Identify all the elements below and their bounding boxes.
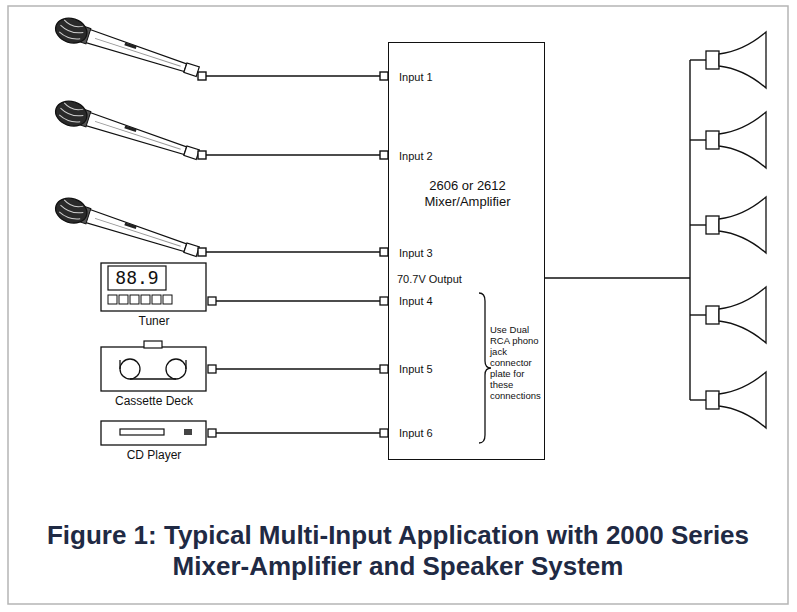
signal-cable [208,429,388,437]
mixer-amplifier-box: Input 1 Input 2 2606 or 2612 Mixer/Amplifi… [388,42,545,460]
connector-note: Use Dual RCA phono jack connector plate … [490,324,544,401]
outer-frame [8,6,788,604]
device-label: Cassette Deck [94,394,214,409]
input-label: Input 2 [399,149,433,163]
input-label: Input 4 [399,294,433,308]
output-label: 70.7V Output [397,272,462,286]
device-label: CD Player [94,448,214,463]
figure-caption: Figure 1: Typical Multi-Input Applicatio… [18,520,778,582]
frequency-display: 88.9 [109,267,165,289]
input-label: Input 6 [399,426,433,440]
device-label: Tuner [100,314,208,329]
signal-cable [208,365,388,373]
input-label: Input 3 [399,246,433,260]
microphone [52,14,201,263]
input-label: Input 1 [399,70,433,84]
cassette-deck: Cassette Deck [100,340,208,410]
input-label: Input 5 [399,362,433,376]
unit-name: 2606 or 2612 Mixer/Amplifier [409,178,526,210]
speaker-wiring [545,60,706,400]
cd-player: CD Player [100,420,208,464]
mic-wire [198,72,388,256]
cd-player-drawing [100,420,208,446]
horn-speaker [706,32,766,428]
tuner: 88.9Tuner [100,262,208,330]
cassette-drawing [100,340,208,392]
signal-cable [208,297,388,305]
